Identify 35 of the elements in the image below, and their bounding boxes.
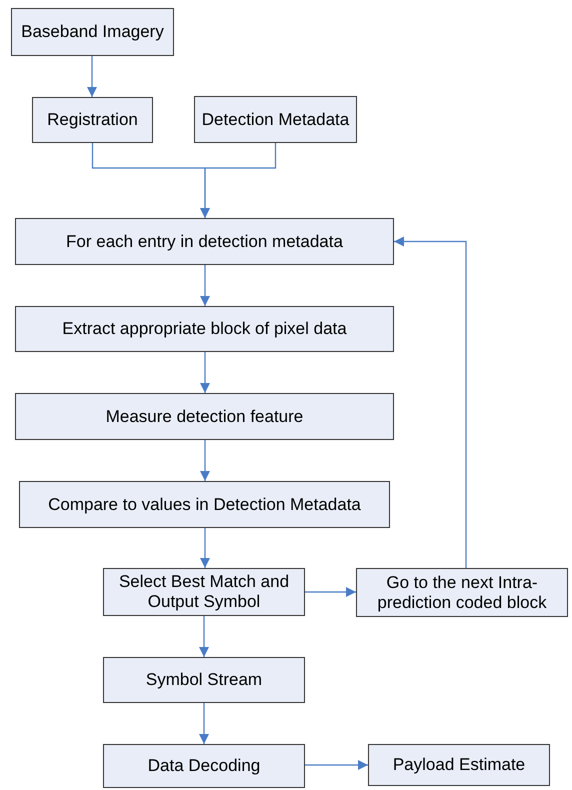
box-label: Compare to values in Detection Metadata xyxy=(48,494,361,514)
box-label: Detection Metadata xyxy=(202,110,350,130)
box-label: Select Best Match and Output Symbol xyxy=(118,572,290,612)
process-box xyxy=(356,568,568,617)
process-box xyxy=(15,218,394,265)
arrow xyxy=(199,703,209,744)
box-label: Symbol Stream xyxy=(146,670,262,690)
process-box xyxy=(103,744,305,788)
arrow xyxy=(200,143,276,218)
arrow xyxy=(200,440,210,481)
arrow xyxy=(87,56,97,97)
process-box xyxy=(103,568,305,616)
box-label: Data Decoding xyxy=(148,756,260,776)
box-label: Extract appropriate block of pixel data xyxy=(62,319,347,339)
arrow xyxy=(200,528,210,568)
arrow xyxy=(200,352,210,393)
arrow xyxy=(200,265,210,306)
process-box xyxy=(15,306,394,352)
box-label: Measure detection feature xyxy=(106,406,304,426)
box-label: Registration xyxy=(47,110,138,130)
arrow xyxy=(394,236,467,568)
process-box xyxy=(32,97,153,143)
arrow xyxy=(305,760,368,770)
box-label: Payload Estimate xyxy=(392,755,526,775)
box-label: Baseband Imagery xyxy=(21,22,164,42)
process-box xyxy=(103,657,305,703)
process-box xyxy=(11,8,174,56)
process-box xyxy=(19,481,390,528)
arrow xyxy=(199,616,209,657)
box-label: Go to the next Intra-prediction coded block xyxy=(376,572,548,612)
process-box xyxy=(368,744,550,786)
box-label: For each entry in detection metadata xyxy=(66,232,343,252)
arrow xyxy=(305,587,356,597)
process-box xyxy=(194,96,357,143)
process-box xyxy=(15,393,394,440)
